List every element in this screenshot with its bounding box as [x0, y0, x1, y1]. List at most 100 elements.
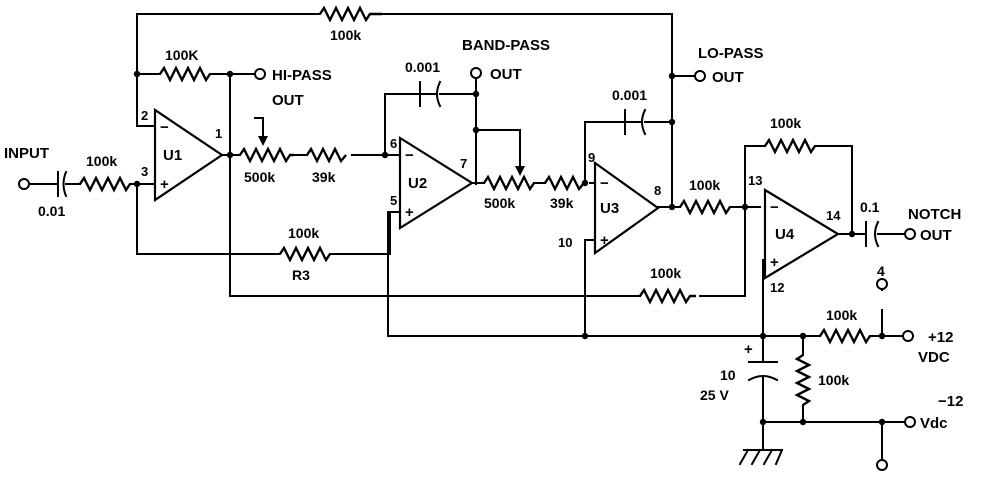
junctions	[133, 70, 886, 426]
u4-plus-sign: +	[770, 254, 779, 271]
resistor-r3-100k	[279, 245, 331, 263]
input-terminal	[18, 178, 30, 190]
input-label: INPUT	[4, 145, 49, 162]
input-cap-label: 0.01	[38, 203, 65, 219]
neg-supply-unit-label: Vdc	[920, 415, 948, 432]
band-pass-out-label: OUT	[490, 66, 522, 83]
hi-pass-out-label: OUT	[272, 92, 304, 109]
pin-u1-noninv: 3	[141, 164, 148, 179]
notch-terminal	[904, 228, 916, 240]
pos-supply-terminal	[902, 330, 914, 342]
pin-u2-inv: 6	[390, 136, 397, 151]
pin-numbers: 2 3 1 6 5 7 9 10 8 13 12 14	[141, 108, 841, 295]
u4-minus-sign: −	[770, 199, 779, 216]
c-lp-label: 0.001	[612, 87, 647, 103]
band-pass-label: BAND-PASS	[462, 37, 550, 54]
wiper-arrow-1	[258, 136, 268, 146]
op-amp-signs: − + − + − + − +	[160, 119, 779, 271]
notch-label: NOTCH	[908, 206, 961, 223]
capacitor-notch	[865, 220, 880, 248]
pin-u3-out: 8	[654, 183, 661, 198]
u2-label: U2	[408, 175, 427, 192]
pin-u4-noninv: 12	[770, 280, 784, 295]
r-hp-sum-label: 100k	[650, 265, 681, 281]
u4-fb-res-label: 100k	[770, 115, 801, 131]
resistor-39k-2	[544, 174, 585, 192]
cap-voltage-label: 25 V	[700, 387, 729, 403]
resistor-39k-1	[306, 146, 347, 164]
div-top-res-label: 100k	[826, 307, 857, 323]
pos-supply-unit-label: VDC	[918, 349, 950, 366]
resistor-divider-bottom-100k	[794, 354, 812, 406]
resistors	[79, 5, 871, 406]
capacitor-input	[57, 170, 68, 198]
band-pass-terminal	[470, 67, 482, 79]
pos-supply-label: +12	[928, 329, 953, 346]
pin-u2-noninv: 5	[390, 193, 397, 208]
cap-plus-label: +	[744, 341, 753, 358]
labels: INPUT 0.01 100k 100k 100K HI-PASS OUT U1…	[4, 27, 963, 432]
u2-minus-sign: −	[405, 147, 414, 164]
u1-minus-sign: −	[160, 119, 169, 136]
resistor-input-100k	[79, 175, 131, 193]
node-4-terminal	[876, 278, 888, 290]
top-fb-res-label: 100k	[330, 27, 361, 43]
ground-terminal	[876, 459, 888, 471]
pot1-label: 500k	[244, 169, 275, 185]
c-bp-label: 0.001	[405, 59, 440, 75]
u1-label: U1	[163, 147, 182, 164]
pot-wipers	[254, 117, 525, 176]
resistor-top-100k	[319, 5, 382, 23]
resistor-u3-u4-100k	[679, 198, 731, 216]
wiper-arrow-2	[515, 166, 525, 176]
potentiometer-500k-1	[239, 146, 294, 164]
u3-label: U3	[600, 200, 619, 217]
input-res-label: 100k	[86, 153, 117, 169]
cap-value-label: 10	[720, 367, 736, 383]
div-bot-res-label: 100k	[818, 372, 849, 388]
resistor-u4-fb-100k	[764, 137, 816, 155]
r39a-label: 39k	[312, 169, 336, 185]
pin-u2-out: 7	[460, 156, 467, 171]
u2-plus-sign: +	[405, 204, 414, 221]
pin-u1-inv: 2	[141, 108, 148, 123]
op-amp-u3	[593, 160, 660, 256]
resistor-hp-sum-100k	[639, 287, 696, 305]
op-amp-u4	[763, 188, 841, 280]
pin-u4-out: 14	[826, 208, 841, 223]
hi-pass-label: HI-PASS	[272, 67, 332, 84]
r3-name-label: R3	[292, 267, 310, 283]
pin-u3-noninv: 10	[558, 235, 572, 250]
resistor-u1-fb-100k	[159, 65, 211, 83]
lo-pass-label: LO-PASS	[698, 45, 764, 62]
pin-u4-inv: 13	[748, 173, 762, 188]
notch-out-label: OUT	[920, 227, 952, 244]
lo-pass-out-label: OUT	[712, 69, 744, 86]
potentiometer-500k-2	[483, 174, 535, 192]
op-amp-u2	[398, 136, 475, 230]
hi-pass-terminal	[254, 68, 266, 80]
capacitor-10uf	[747, 359, 779, 382]
lo-pass-terminal	[694, 70, 706, 82]
pin-u1-out: 1	[215, 126, 222, 141]
r3-val-label: 100k	[288, 225, 319, 241]
terminals	[18, 67, 916, 471]
u1-fb-res-label: 100K	[165, 47, 198, 63]
op-amps	[153, 107, 841, 280]
c-notch-label: 0.1	[860, 199, 880, 215]
pot2-label: 500k	[484, 195, 515, 211]
capacitor-band-pass	[419, 80, 442, 108]
neg-supply-terminal	[904, 416, 916, 428]
u4-label: U4	[775, 226, 795, 243]
u3-plus-sign: +	[600, 232, 609, 249]
r-u3-u4-label: 100k	[689, 177, 720, 193]
capacitor-lo-pass	[624, 108, 647, 136]
neg-supply-label: −12	[938, 393, 963, 410]
u3-minus-sign: −	[600, 175, 609, 192]
node-4-label: 4	[877, 263, 885, 279]
u1-plus-sign: +	[160, 176, 169, 193]
pin-u3-inv: 9	[588, 150, 595, 165]
op-amp-u1	[153, 107, 224, 203]
ground-symbol	[738, 448, 784, 466]
